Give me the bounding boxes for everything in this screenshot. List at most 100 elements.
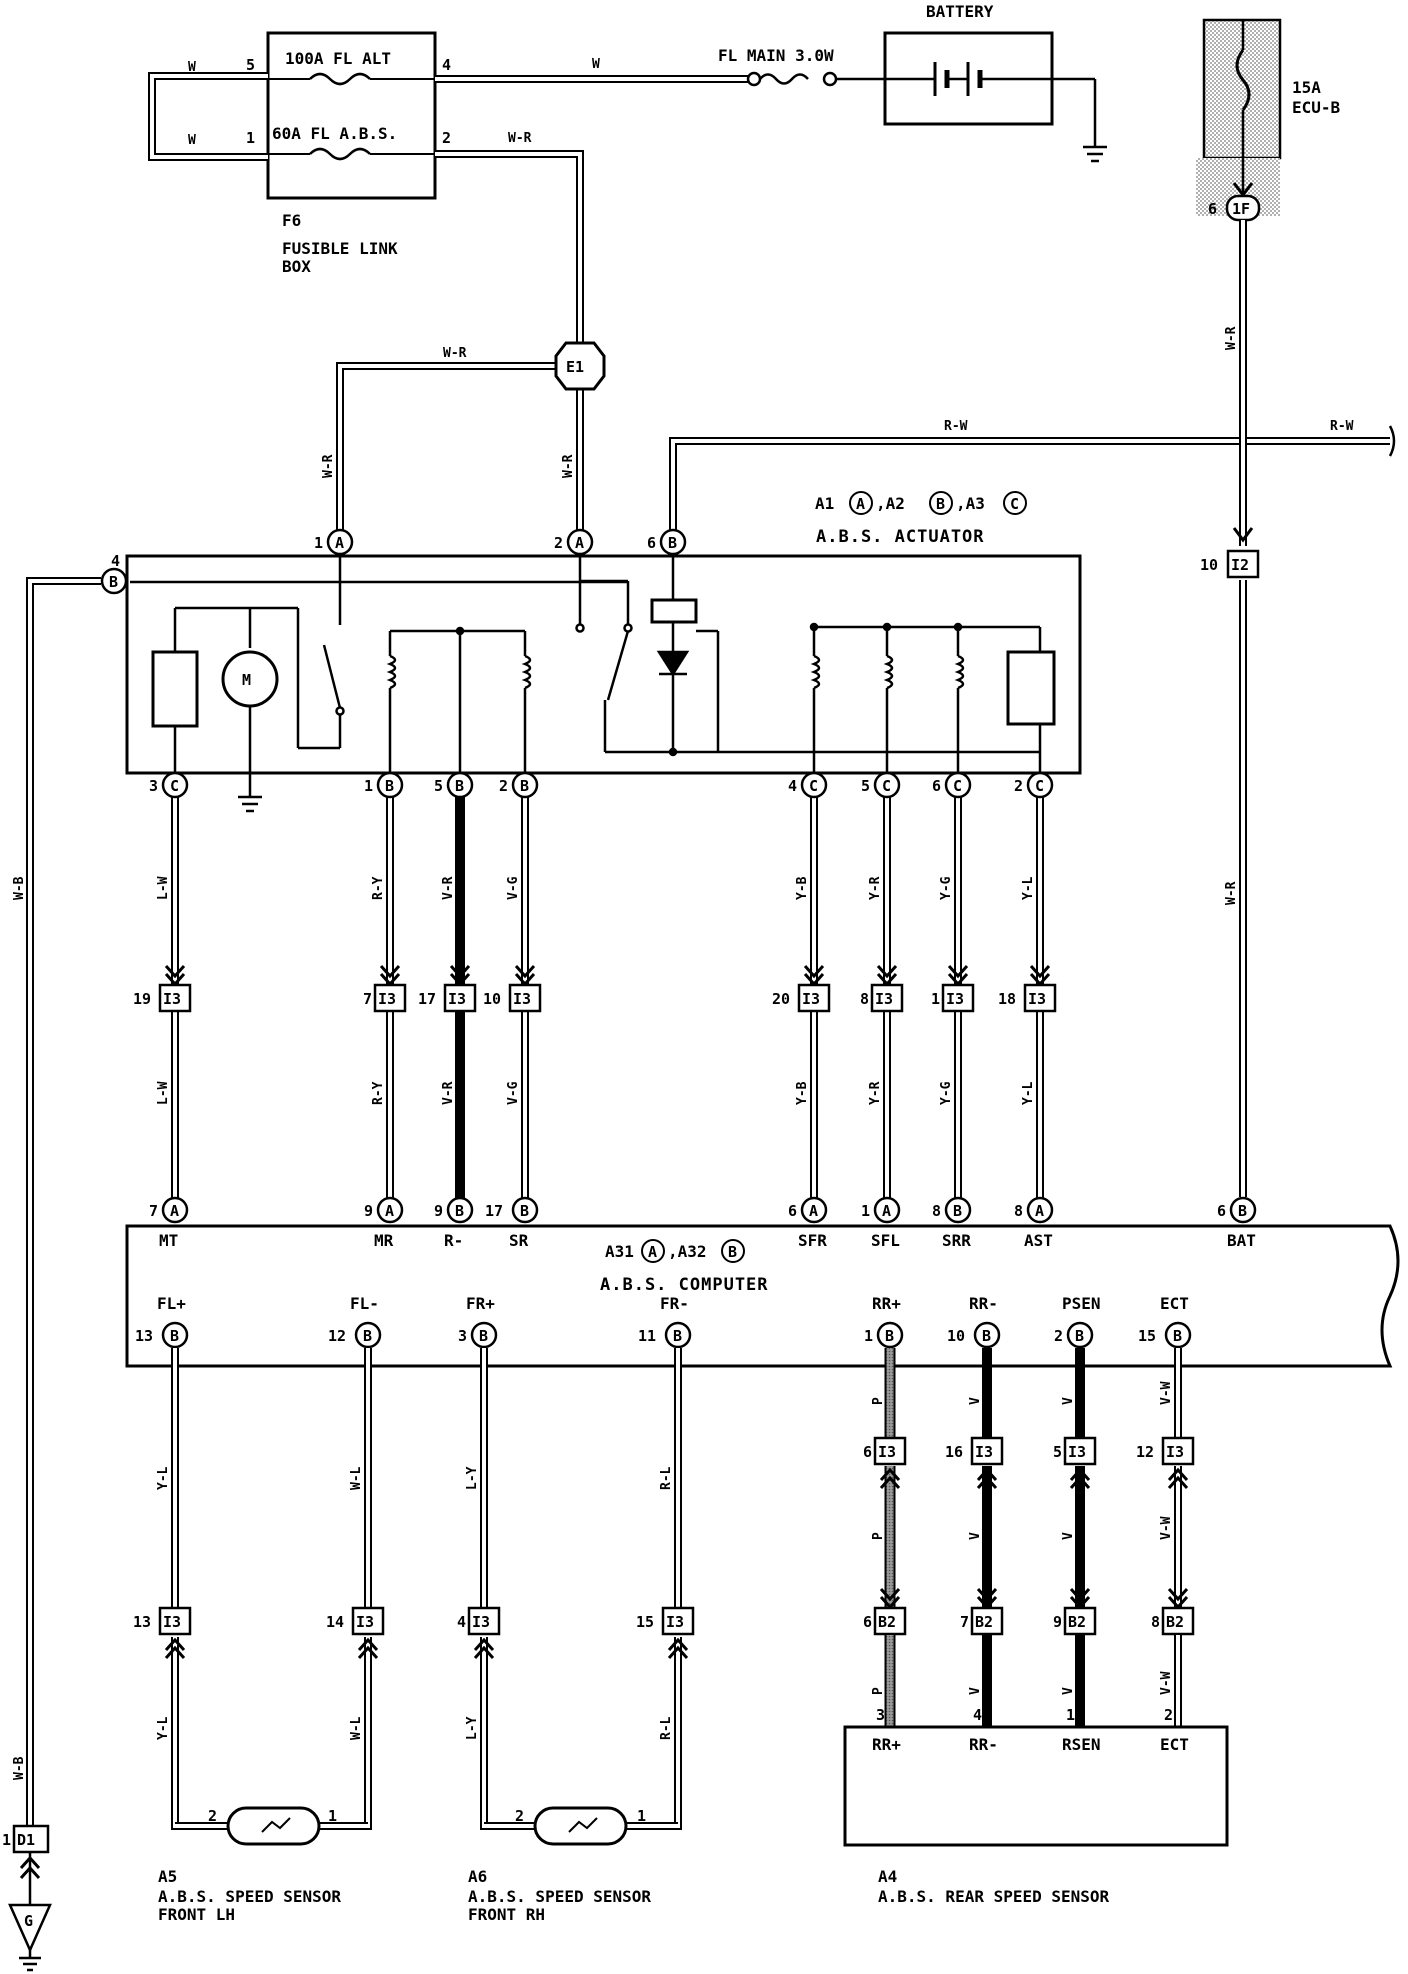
act-bottom-conn-5-ring: [873, 771, 901, 799]
i3-lower-a-1-label: I3: [975, 1443, 993, 1461]
comp-bottom-conn-3-pin: 11: [638, 1327, 656, 1345]
i3-upper-4-box: [797, 983, 831, 1013]
comp-top-conn-6-ring: [944, 1196, 972, 1224]
act-pin-1: 1: [314, 534, 323, 552]
comp-bottom-conn-7-letter: B: [1173, 1327, 1182, 1345]
i3-upper-2-label: I3: [448, 990, 466, 1008]
comp-bottom-term-5: RR-: [969, 1294, 998, 1313]
comp-top-conn-1-pin: 9: [364, 1202, 373, 1220]
a4-id: A4: [878, 1867, 897, 1886]
f6-pin-4: 4: [442, 56, 451, 74]
front-color-a-3: R-L: [659, 1466, 674, 1490]
upper-color-a-3: V-G: [506, 876, 521, 900]
front-chevron-1-0: [357, 1637, 379, 1652]
i3-lower-a-2-label: I3: [1068, 1443, 1086, 1461]
i3-lower-b-1-label: I3: [356, 1613, 374, 1631]
comp-bottom-conn-6-letter: B: [1075, 1327, 1084, 1345]
a5-pin-1: 1: [328, 1807, 337, 1825]
upper-color-b-4: Y-B: [795, 1081, 810, 1105]
a5-id: A5: [158, 1867, 177, 1886]
act-bottom-conn-4-pin: 4: [788, 777, 797, 795]
act-bottom-conn-5-letter: C: [882, 777, 891, 795]
a4-term-2: RSEN: [1062, 1735, 1101, 1754]
i2-connector: I2: [1231, 556, 1249, 574]
comp-top-conn-1-ring: [376, 1196, 404, 1224]
computer-code-a31: A31: [605, 1242, 634, 1261]
i3-lower-b-1-box: [351, 1606, 385, 1636]
a4-pin-3: 2: [1164, 1706, 1173, 1724]
comp-bottom-conn-5-ring: [973, 1321, 1001, 1349]
rear-color-a-2: V: [1061, 1397, 1076, 1405]
comp-top-conn-3-letter: B: [520, 1202, 529, 1220]
act-bottom-conn-0-pin: 3: [149, 777, 158, 795]
sensor-a6: 2 1 A6 A.B.S. SPEED SENSOR FRONT RH: [468, 1806, 651, 1924]
act-conn-b-4: B: [109, 573, 118, 591]
act-bottom-conn-7-pin: 2: [1014, 777, 1023, 795]
ecu-b-to-bat-wire: W-R W-R I2 10: [1200, 220, 1260, 1197]
comp-top-conn-7-ring: [1026, 1196, 1054, 1224]
act-bottom-conn-1-pin: 1: [364, 777, 373, 795]
rear-color-c-0: P: [871, 1687, 886, 1695]
actuator-code-a2: ,A2: [876, 494, 905, 513]
i3-upper-7-pin: 18: [998, 990, 1016, 1008]
a6-pin-2: 2: [515, 1807, 524, 1825]
upper-color-a-5: Y-R: [868, 876, 883, 900]
a6-id: A6: [468, 1867, 487, 1886]
comp-top-conn-2-pin: 9: [434, 1202, 443, 1220]
i3-upper-4-label: I3: [802, 990, 820, 1008]
upper-color-b-5: Y-R: [868, 1081, 883, 1105]
rear-color-b-1: V: [968, 1532, 983, 1540]
i3-upper-5-pin: 8: [860, 990, 869, 1008]
i3-upper-1-pin: 7: [363, 990, 372, 1008]
w-r-to-e1: W-R: [435, 131, 584, 345]
comp-top-conn-5-pin: 1: [861, 1202, 870, 1220]
ecu-b-pin: 6: [1208, 200, 1217, 218]
upper-color-b-3: V-G: [506, 1081, 521, 1105]
front-chevron-1-1: [357, 1645, 379, 1660]
act-bottom-conn-6-ring: [944, 771, 972, 799]
a4-term-0: RR+: [872, 1735, 901, 1754]
i3-upper-0-pin: 19: [133, 990, 151, 1008]
rear-color-a-1: V: [968, 1397, 983, 1405]
act-conn-a-1: A: [335, 534, 344, 552]
rear-chevron-up-0-0: [879, 1467, 901, 1482]
a5-pin-2: 2: [208, 1807, 217, 1825]
comp-top-conn-bat-letter: B: [1238, 1202, 1247, 1220]
comp-term-5: SFL: [871, 1231, 900, 1250]
comp-bottom-conn-2-letter: B: [479, 1327, 488, 1345]
comp-bottom-conn-4-letter: B: [885, 1327, 894, 1345]
act-conn-a-2: A: [575, 534, 584, 552]
wire-color-w-b-2: W-B: [12, 1756, 27, 1780]
rear-chevron-down-0-1: [879, 1587, 901, 1602]
upper-color-a-0: L-W: [156, 876, 171, 900]
comp-bottom-term-6: PSEN: [1062, 1294, 1101, 1313]
fuse-alt-label: 100A FL ALT: [285, 49, 391, 68]
comp-term-2: R-: [444, 1231, 463, 1250]
b2-2-label: B2: [1068, 1613, 1086, 1631]
i3-lower-a-2-box: [1063, 1436, 1097, 1466]
computer-code-a32: ,A32: [668, 1242, 707, 1261]
comp-bottom-term-7: ECT: [1160, 1294, 1189, 1313]
actuator-code-a3: ,A3: [956, 494, 985, 513]
i3-upper-3-pin: 10: [483, 990, 501, 1008]
comp-bottom-conn-2-pin: 3: [458, 1327, 467, 1345]
comp-bottom-term-4: RR+: [872, 1294, 901, 1313]
rear-chevron-down-3-1: [1167, 1587, 1189, 1602]
upper-chevron-1-1: [379, 964, 401, 979]
i3-lower-a-0-pin: 6: [863, 1443, 872, 1461]
rear-chevron-up-3-0: [1167, 1467, 1189, 1482]
comp-bottom-conn-7-ring: [1164, 1321, 1192, 1349]
b2-1-box: [970, 1606, 1004, 1636]
rear-chevron-down-1-1: [976, 1587, 998, 1602]
sensor-a5: 2 1 A5 A.B.S. SPEED SENSOR FRONT LH: [158, 1806, 341, 1924]
sensor-lead-core-3: [626, 1824, 680, 1828]
fuse-abs-label: 60A FL A.B.S.: [272, 124, 397, 143]
comp-top-conn-4-letter: A: [809, 1202, 818, 1220]
act-bottom-conn-4-letter: C: [809, 777, 818, 795]
front-color-b-3: R-L: [659, 1716, 674, 1740]
front-chevron-3-0: [667, 1637, 689, 1652]
act-bottom-conn-3-letter: B: [520, 777, 529, 795]
act-bottom-conn-5-pin: 5: [861, 777, 870, 795]
comp-top-conn-0-letter: A: [170, 1202, 179, 1220]
comp-top-conn-4-pin: 6: [788, 1202, 797, 1220]
